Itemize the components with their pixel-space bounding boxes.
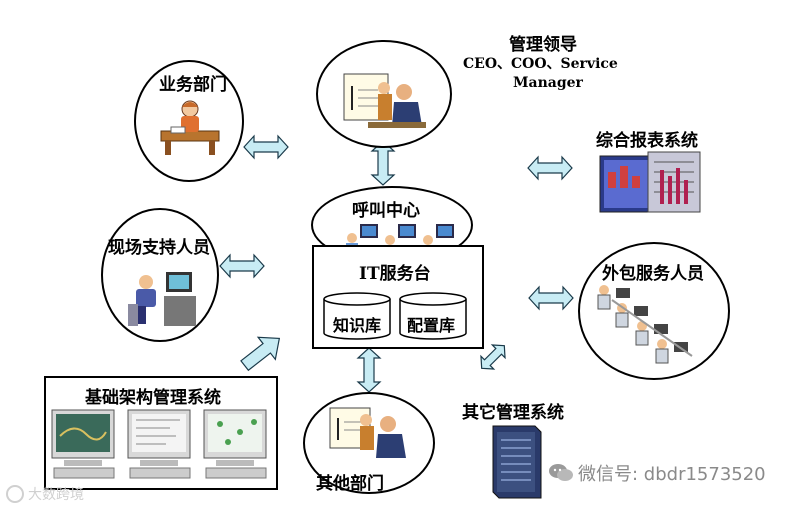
database-cylinders (323, 292, 467, 340)
knowledge-base-cylinder (323, 292, 391, 340)
management-roles-line2: Manager (513, 75, 583, 91)
infrastructure-monitors-icon (51, 409, 267, 479)
server-tower-icon (492, 425, 542, 499)
watermark-logo-icon (6, 485, 24, 503)
arrow-infra-to-center (240, 336, 281, 372)
monitor-1 (51, 409, 115, 479)
field-support-label: 现场支持人员 (108, 238, 210, 258)
management-roles-line1: CEO、COO、Service (463, 56, 618, 72)
presentation-meeting-icon (343, 73, 426, 128)
config-base-cylinder (399, 292, 467, 340)
monitor-3 (203, 409, 267, 479)
field-support-node (101, 208, 219, 342)
other-depts-label: 其他部门 (316, 474, 384, 494)
technician-workstation-icon (128, 272, 196, 326)
meeting-icon (329, 407, 406, 458)
management-title: 管理领导 (509, 35, 577, 55)
arrow-business-center (243, 135, 289, 159)
office-worker-icon (160, 100, 220, 155)
outsourcing-node (578, 242, 730, 380)
arrow-center-reporting (527, 156, 573, 180)
arrow-center-other-systems (480, 344, 506, 370)
report-dashboard-icon (599, 151, 701, 213)
other-systems-label: 其它管理系统 (462, 403, 564, 423)
corner-watermark-text: 大数跨境 (28, 487, 84, 503)
wechat-watermark: 微信号: dbdr1573520 (548, 460, 766, 486)
wechat-id: 微信号: dbdr1573520 (578, 464, 766, 485)
call-center-label: 呼叫中心 (352, 201, 420, 221)
corner-watermark: 大数跨境 (6, 484, 84, 504)
business-dept-label: 业务部门 (159, 75, 227, 95)
it-service-desk-label: IT服务台 (359, 264, 431, 284)
reporting-system-label: 综合报表系统 (596, 131, 698, 151)
wechat-icon (549, 464, 573, 481)
arrow-center-other-depts (357, 347, 381, 393)
knowledge-base-label: 知识库 (333, 316, 382, 335)
arrow-field-center (219, 254, 265, 278)
outsourced-team-icon (597, 285, 693, 364)
outsourcing-label: 外包服务人员 (602, 264, 704, 284)
config-base-label: 配置库 (407, 316, 456, 335)
arrow-center-outsourcing (528, 286, 574, 310)
monitor-2 (127, 409, 191, 479)
infrastructure-system-label: 基础架构管理系统 (85, 388, 221, 408)
